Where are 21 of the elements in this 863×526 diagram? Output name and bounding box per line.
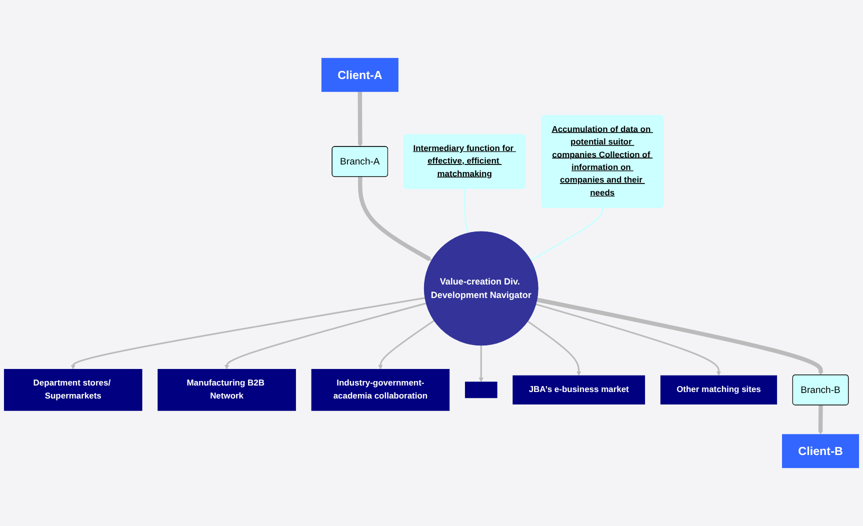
arrow xyxy=(536,304,722,376)
node-box: JBA’s e-business market xyxy=(512,375,646,404)
arrow xyxy=(527,320,582,376)
arrow xyxy=(70,297,426,370)
node-box: Other matching sites xyxy=(660,375,778,404)
connector xyxy=(464,188,469,234)
node-box xyxy=(464,382,498,398)
arrow xyxy=(358,91,362,147)
arrow xyxy=(478,345,484,382)
connector xyxy=(530,208,604,261)
arrow xyxy=(224,302,426,370)
arrow xyxy=(358,176,432,262)
node-box: Manufacturing B2B Network xyxy=(158,368,296,411)
node-box: Client-B xyxy=(782,434,860,468)
node-box: Client-A xyxy=(321,58,398,92)
arrow xyxy=(818,405,823,435)
node-circle: Value-creation Div. Development Navigator xyxy=(424,231,538,346)
arrow xyxy=(536,298,824,376)
node-box: Industry-government-academia collaboration xyxy=(311,368,450,411)
arrow xyxy=(378,320,435,370)
node-box: Department stores/ Supermarkets xyxy=(4,368,142,411)
